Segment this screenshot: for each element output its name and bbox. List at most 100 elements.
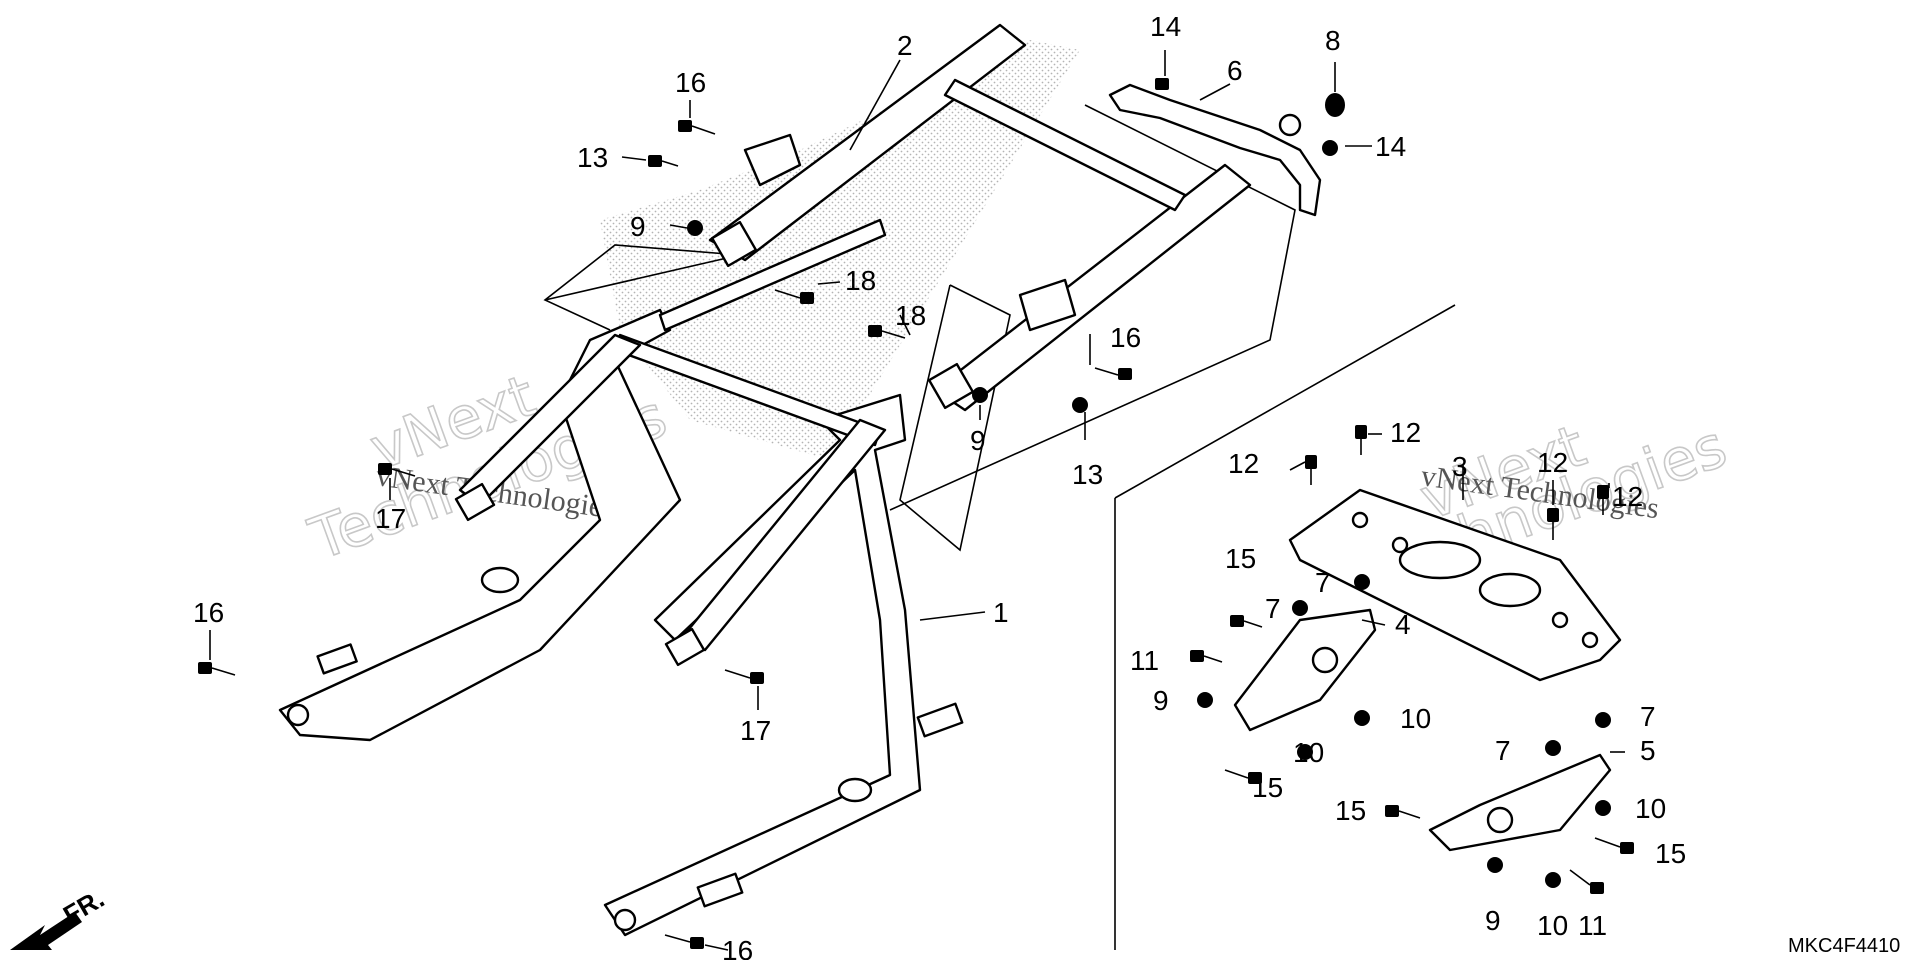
frame-end-block: [454, 482, 496, 522]
fastener-nut: [1197, 692, 1213, 708]
callout-number: 2: [897, 30, 913, 61]
fastener-bolt: [678, 120, 716, 135]
pipe-end: [613, 908, 637, 932]
part-5-bracket: [1428, 753, 1612, 852]
part-4-bracket: [1233, 608, 1377, 732]
callout-number: 7: [1495, 735, 1511, 766]
fastener-collar: [1292, 600, 1308, 616]
guide-line: [543, 244, 741, 331]
fastener-bolt: [664, 934, 704, 949]
pipe-end: [286, 703, 310, 727]
fastener-bolt: [1155, 78, 1169, 90]
frame-end-block: [927, 362, 975, 410]
bracket-hole: [1311, 646, 1339, 674]
callout-number: 12: [1228, 448, 1259, 479]
callout-number: 11: [1130, 645, 1159, 676]
fastener-bolt: [1224, 769, 1262, 784]
fastener-nut: [1545, 872, 1561, 888]
part-2-upper-frame: [943, 78, 1187, 212]
mount-tab: [696, 872, 744, 908]
subassembly-frame-line: [1114, 304, 1456, 499]
callout-number: 10: [1400, 703, 1431, 734]
part-1-lower-frame: [603, 393, 922, 937]
part-6-grab-rail: [1108, 83, 1322, 217]
plate-cutout: [1478, 572, 1542, 608]
rail-mount-hole: [1278, 113, 1302, 137]
callout-number: 1: [993, 597, 1009, 628]
callout-number: 10: [1537, 910, 1568, 941]
fastener-bolt: [724, 669, 764, 684]
callout-number: 7: [1315, 567, 1331, 598]
callout-number: 17: [375, 503, 406, 534]
part-2-upper-frame: [678, 418, 887, 652]
callout-number: 13: [577, 142, 608, 173]
frame-end-block: [710, 220, 758, 268]
leader-lines: [209, 50, 1625, 951]
plate-hole: [1351, 511, 1369, 529]
callout-number: 18: [895, 300, 926, 331]
callout-number: 6: [1227, 55, 1243, 86]
fastener-nut: [1297, 744, 1313, 760]
guide-line: [889, 104, 1296, 511]
bracket-plate: [743, 133, 802, 187]
fastener-nut: [972, 387, 988, 403]
callout-number: 10: [1635, 793, 1666, 824]
callout-number: 9: [970, 425, 986, 456]
fastener-collar: [1545, 740, 1561, 756]
callout-number: 15: [1252, 772, 1283, 803]
callout-number: 9: [630, 211, 646, 242]
fastener-bolt: [1547, 508, 1559, 540]
callout-number: 16: [722, 935, 753, 960]
callout-number: 13: [1072, 459, 1103, 490]
part-2-upper-frame: [658, 218, 887, 332]
fastener-nut: [1487, 857, 1503, 873]
front-direction-arrow: [10, 912, 82, 950]
part-1-lower-frame: [278, 308, 682, 742]
callout-number: 7: [1265, 593, 1281, 624]
plate-hole: [1551, 611, 1569, 629]
fastener-nut: [1322, 140, 1338, 156]
bracket-hole: [1486, 806, 1514, 834]
fastener-bolt: [1355, 425, 1367, 455]
fastener-grommet: [1325, 93, 1345, 117]
callout-number: 16: [1110, 322, 1141, 353]
diagram-code: MKC4F4410: [1788, 935, 1900, 957]
callout-number: 12: [1390, 417, 1421, 448]
callout-number: 12: [1612, 481, 1643, 512]
mount-boss: [837, 777, 873, 803]
callout-number: 7: [1640, 701, 1656, 732]
fastener-bolt: [198, 662, 236, 676]
fastener-bolt: [774, 289, 814, 304]
callout-number: 3: [1452, 451, 1468, 482]
frame-end-block: [664, 627, 706, 667]
bracket-plate: [1018, 278, 1077, 332]
fastener-bolt: [1594, 837, 1634, 854]
callout-number: 10: [1293, 737, 1324, 768]
callout-number: 14: [1375, 131, 1406, 162]
callout-number: 4: [1395, 609, 1411, 640]
fastener-nut: [1072, 397, 1088, 413]
callout-number: 11: [1578, 910, 1607, 941]
fastener-bolt: [1569, 869, 1604, 894]
fastener-bolt: [1385, 805, 1421, 819]
fastener-nut: [1595, 800, 1611, 816]
fastener-nut: [1354, 710, 1370, 726]
callout-number: 18: [845, 265, 876, 296]
mount-tab: [916, 702, 964, 738]
fastener-bolt: [1597, 485, 1609, 515]
part-3-carrier-plate: [1288, 488, 1622, 682]
callout-number: 15: [1655, 838, 1686, 869]
callout-number: 5: [1640, 735, 1656, 766]
callout-number: 16: [675, 67, 706, 98]
fastener-bolt: [868, 325, 906, 339]
fastener-bolt: [1305, 455, 1317, 485]
fastener-bolt: [648, 155, 679, 167]
plate-cutout: [1398, 540, 1482, 580]
callout-number: 9: [1153, 685, 1169, 716]
callout-number: 14: [1150, 11, 1181, 42]
mount-tab: [316, 643, 358, 675]
fastener-collar: [1595, 712, 1611, 728]
fastener-nut: [687, 220, 703, 236]
